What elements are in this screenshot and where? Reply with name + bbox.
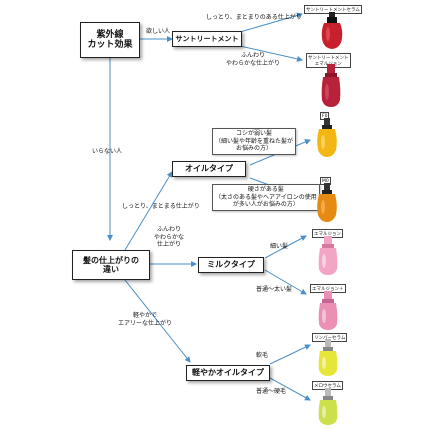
label-soft-finish: ふんわり やわらかな 仕上がり	[154, 226, 185, 248]
edge-milk-emulsionplus	[264, 269, 307, 295]
label-oil-firm: コシが弱い髪 （細い髪や年齢を重ねた髪が お悩みの方）	[212, 128, 297, 155]
node-light-oil-type: 軽やかオイルタイプ	[186, 365, 270, 381]
edge-milk-emulsion	[264, 235, 307, 259]
label-light-finish: 軽やかで エアリーな仕上がり	[118, 312, 173, 327]
edge-lightoil-melo	[269, 377, 311, 401]
node-finish: 髪の仕上がりの 違い	[72, 250, 150, 280]
m0-bottle-icon	[317, 183, 337, 222]
label-no-need: いらない人	[92, 148, 123, 155]
edge-finish-lightoil	[124, 279, 191, 363]
label-milk-normal: 普通〜太い髪	[256, 286, 293, 293]
f0-bottle-icon	[317, 118, 337, 157]
edge-finish-oil	[124, 171, 173, 251]
label-milk-fine: 細い髪	[270, 243, 289, 250]
node-milk-type: ミルクタイプ	[198, 257, 264, 273]
label-want: 欲しい人	[146, 28, 171, 35]
edge-sun-serum	[239, 12, 303, 33]
node-uv: 紫外線 カット効果	[80, 22, 140, 58]
node-oil-type: オイルタイプ	[172, 161, 246, 177]
edge-sun-emulsion	[239, 45, 303, 62]
edge-lightoil-lifter	[269, 344, 311, 365]
sun-emulsion-bottle-icon	[321, 64, 341, 107]
label-sun-soft: ふんわり やわらかな仕上がり	[226, 52, 281, 67]
node-sun-treatment: サントリートメント	[172, 31, 242, 47]
label-moist-finish: しっとり、まとまる仕上がり	[122, 203, 200, 210]
emulsion-bottle-icon	[318, 236, 338, 275]
emulsion-plus-bottle-icon	[318, 291, 338, 330]
melo-serum-bottle-icon	[318, 388, 338, 425]
label-light-soft: 軟毛	[256, 352, 269, 359]
label-sun-moist: しっとり、まとまりのある仕上がり	[206, 14, 302, 21]
sun-serum-bottle-icon	[321, 12, 343, 49]
label-oil-thick: 硬さがある髪 （太さのある髪やヘアアイロンの使用 が多い人がお悩みの方）	[212, 184, 320, 211]
label-light-normal: 普通〜硬毛	[256, 388, 287, 395]
lifter-serum-bottle-icon	[318, 339, 338, 376]
